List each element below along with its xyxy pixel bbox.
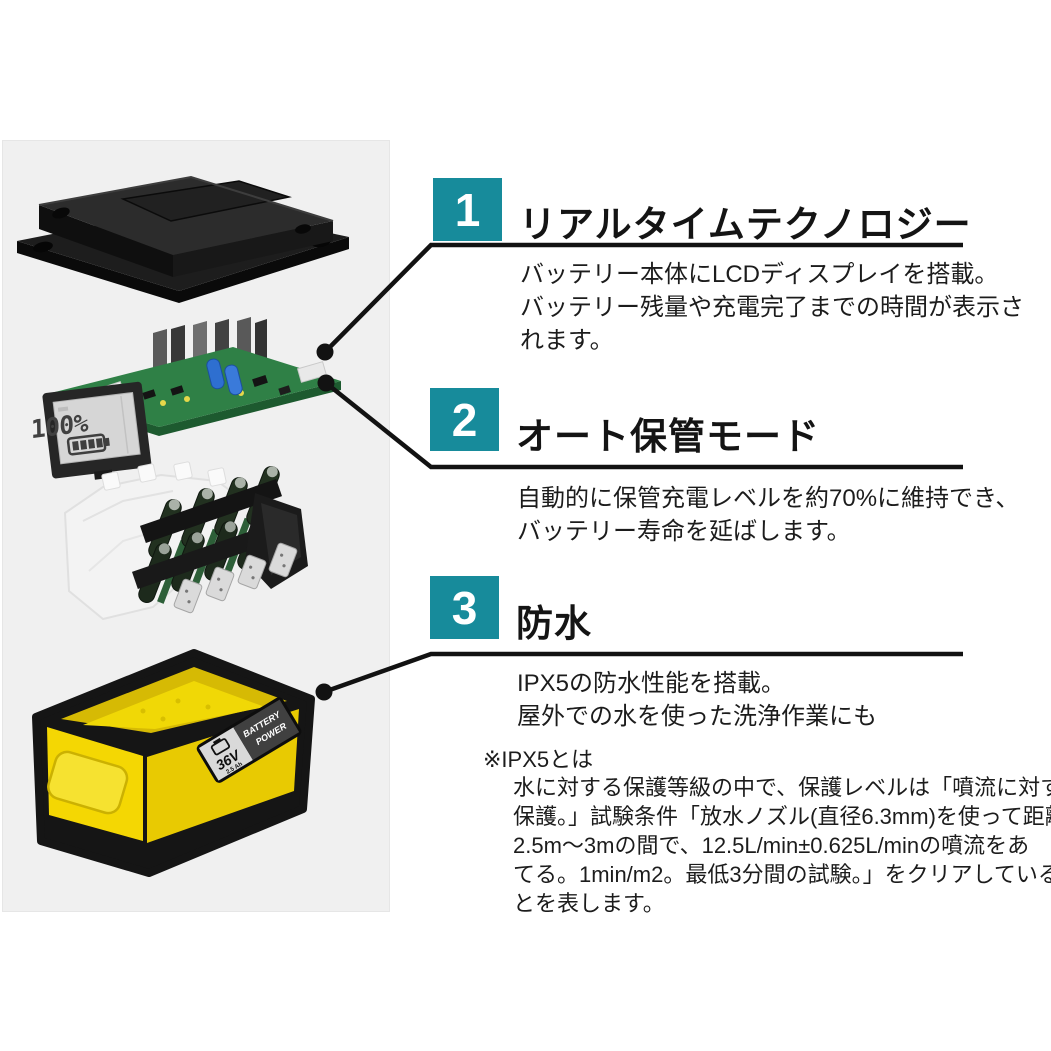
footnote-body: 水に対する保護等級の中で、保護レベルは「噴流に対する 保護。」試験条件「放水ノズ… (513, 773, 1051, 918)
feature-3-number-badge: 3 (430, 576, 499, 639)
product-illustration-panel: 100% (2, 140, 390, 912)
footnote-line-2: 保護。」試験条件「放水ノズル(直径6.3mm)を使って距離 (513, 804, 1051, 829)
feature-2-line-2: バッテリー寿命を延ばします。 (517, 518, 851, 545)
footnote-marker: ※IPX5とは (483, 747, 594, 772)
battery-case: 36V 2.5 Ah BATTERY POWER (32, 649, 315, 877)
footnote-line-1: 水に対する保護等級の中で、保護レベルは「噴流に対する (513, 775, 1051, 800)
contact-tabs (173, 542, 298, 614)
feature-2-number: 2 (451, 393, 478, 446)
feature-1-title: リアルタイムテクノロジー (519, 204, 972, 245)
feature-3-line-2: 屋外での水を使った洗浄作業にも (517, 703, 877, 730)
feature-1-number: 1 (454, 183, 481, 236)
feature-3-description: IPX5の防水性能を搭載。 屋外での水を使った洗浄作業にも (517, 667, 877, 733)
feature-1-number-badge: 1 (433, 178, 502, 241)
label-battery-icon (210, 737, 231, 756)
feature-3-number: 3 (451, 581, 478, 634)
feature-2-line-1: 自動的に保管充電レベルを約70%に維持でき、 (517, 485, 1020, 512)
grip-recess (47, 750, 129, 815)
battery-gauge-icon (66, 433, 110, 456)
lcd-display: 100% (31, 381, 152, 480)
top-cover (17, 175, 349, 303)
feature-3-title: 防水 (516, 603, 592, 644)
feature-2-title: オート保管モード (516, 416, 820, 457)
footnote-line-4: てる。1min/m2。最低3分間の試験。」をクリアしているこ (513, 862, 1051, 887)
footnote-line-3: 2.5m〜3mの間で、12.5L/min±0.625L/minの噴流をあ (513, 833, 1030, 858)
footnote-line-5: とを表します。 (513, 891, 665, 916)
feature-1-description: バッテリー本体にLCDディスプレイを搭載。 バッテリー残量や充電完了までの時間が… (520, 258, 1024, 357)
product-label: 36V 2.5 Ah BATTERY POWER (196, 697, 302, 783)
feature-1-line-3: れます。 (520, 327, 614, 354)
battery-exploded-view: 100% (17, 175, 349, 877)
feature-2-number-badge: 2 (430, 388, 499, 451)
feature-1-line-2: バッテリー残量や充電完了までの時間が表示さ (520, 294, 1024, 321)
battery-cell-pack (63, 461, 308, 621)
feature-1-line-1: バッテリー本体にLCDディスプレイを搭載。 (520, 261, 999, 288)
feature-2-description: 自動的に保管充電レベルを約70%に維持でき、 バッテリー寿命を延ばします。 (517, 482, 1019, 548)
feature-3-line-1: IPX5の防水性能を搭載。 (517, 670, 786, 697)
